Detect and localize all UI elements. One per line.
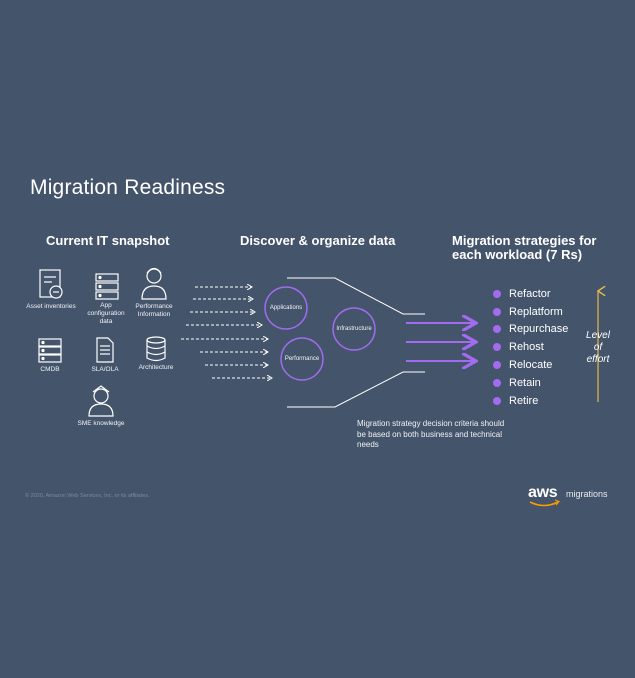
app-config-line1: App [100, 302, 112, 309]
copyright-text: © 2020, Amazon Web Services, Inc. or its… [25, 493, 150, 499]
discover-heading: Discover & organize data [240, 233, 396, 248]
strategy-item: Repurchase [493, 321, 568, 339]
asset-inventories-label: Asset inventories [26, 303, 76, 310]
bullet-dot-icon [493, 325, 501, 334]
strategy-label: Retain [509, 376, 541, 389]
aws-logo: aws [528, 484, 558, 501]
strategy-item: Replatform [493, 303, 568, 321]
effort-line3: effort [586, 354, 610, 365]
bullet-dot-icon [493, 361, 501, 370]
funnel-lines [287, 277, 425, 408]
strategy-label: Replatform [509, 305, 563, 318]
snapshot-heading: Current IT snapshot [46, 233, 170, 248]
level-of-effort-label: Level of effort [578, 330, 618, 366]
strategy-label: Retire [509, 394, 539, 407]
aws-migrations-label: migrations [566, 489, 608, 499]
cmdb-label: CMDB [40, 366, 60, 373]
strategy-item: Relocate [493, 356, 568, 374]
input-arrows [181, 287, 272, 378]
performance-label: Performance Information [128, 303, 180, 319]
strategy-label: Refactor [509, 287, 551, 300]
infrastructure-label: Infrastructure [336, 326, 372, 332]
strategy-label: Relocate [509, 359, 553, 372]
effort-line1: Level [586, 330, 610, 341]
bullet-dot-icon [493, 307, 501, 316]
infrastructure-circle [332, 307, 376, 351]
strategies-heading-line1: Migration strategies for [452, 233, 597, 248]
effort-line2: of [593, 342, 603, 353]
performance-line1: Performance [135, 303, 173, 310]
strategies-heading-line2: each workload (7 Rs) [452, 247, 583, 262]
app-configuration-icon [95, 273, 119, 300]
applications-label: Applications [269, 305, 303, 311]
strategy-label: Repurchase [509, 323, 569, 336]
aws-smile-icon [529, 501, 559, 507]
app-config-line3: data [99, 318, 113, 325]
output-arrows [406, 323, 476, 361]
page-title: Migration Readiness [30, 176, 226, 199]
bullet-dot-icon [493, 289, 501, 298]
asset-inventories-icon [39, 269, 63, 299]
decision-note: Migration strategy decision criteria sho… [357, 419, 505, 449]
sla-ola-label: SLA/OLA [91, 366, 119, 373]
app-config-line2: configuration [87, 310, 125, 317]
strategy-item: Retain [493, 374, 568, 392]
performance-circle-label: Performance [284, 356, 320, 362]
strategy-item: Refactor [493, 285, 568, 303]
cmdb-icon [38, 338, 62, 363]
strategy-item: Retire [493, 392, 568, 410]
performance-line2: Information [137, 311, 171, 318]
bullet-dot-icon [493, 396, 501, 405]
architecture-label: Architecture [138, 364, 174, 371]
strategy-item: Rehost [493, 338, 568, 356]
strategy-label: Rehost [509, 341, 544, 354]
strategies-heading: Migration strategies for each workload (… [452, 234, 596, 262]
document-icon [96, 337, 114, 363]
sme-person-icon [88, 385, 114, 417]
performance-circle [280, 337, 324, 381]
applications-circle [264, 286, 308, 330]
bullet-dot-icon [493, 378, 501, 387]
app-configuration-label: App configuration data [82, 302, 130, 326]
performance-person-icon [141, 267, 167, 300]
bullet-dot-icon [493, 343, 501, 352]
sme-knowledge-label: SME knowledge [77, 420, 125, 427]
database-icon [146, 336, 166, 362]
